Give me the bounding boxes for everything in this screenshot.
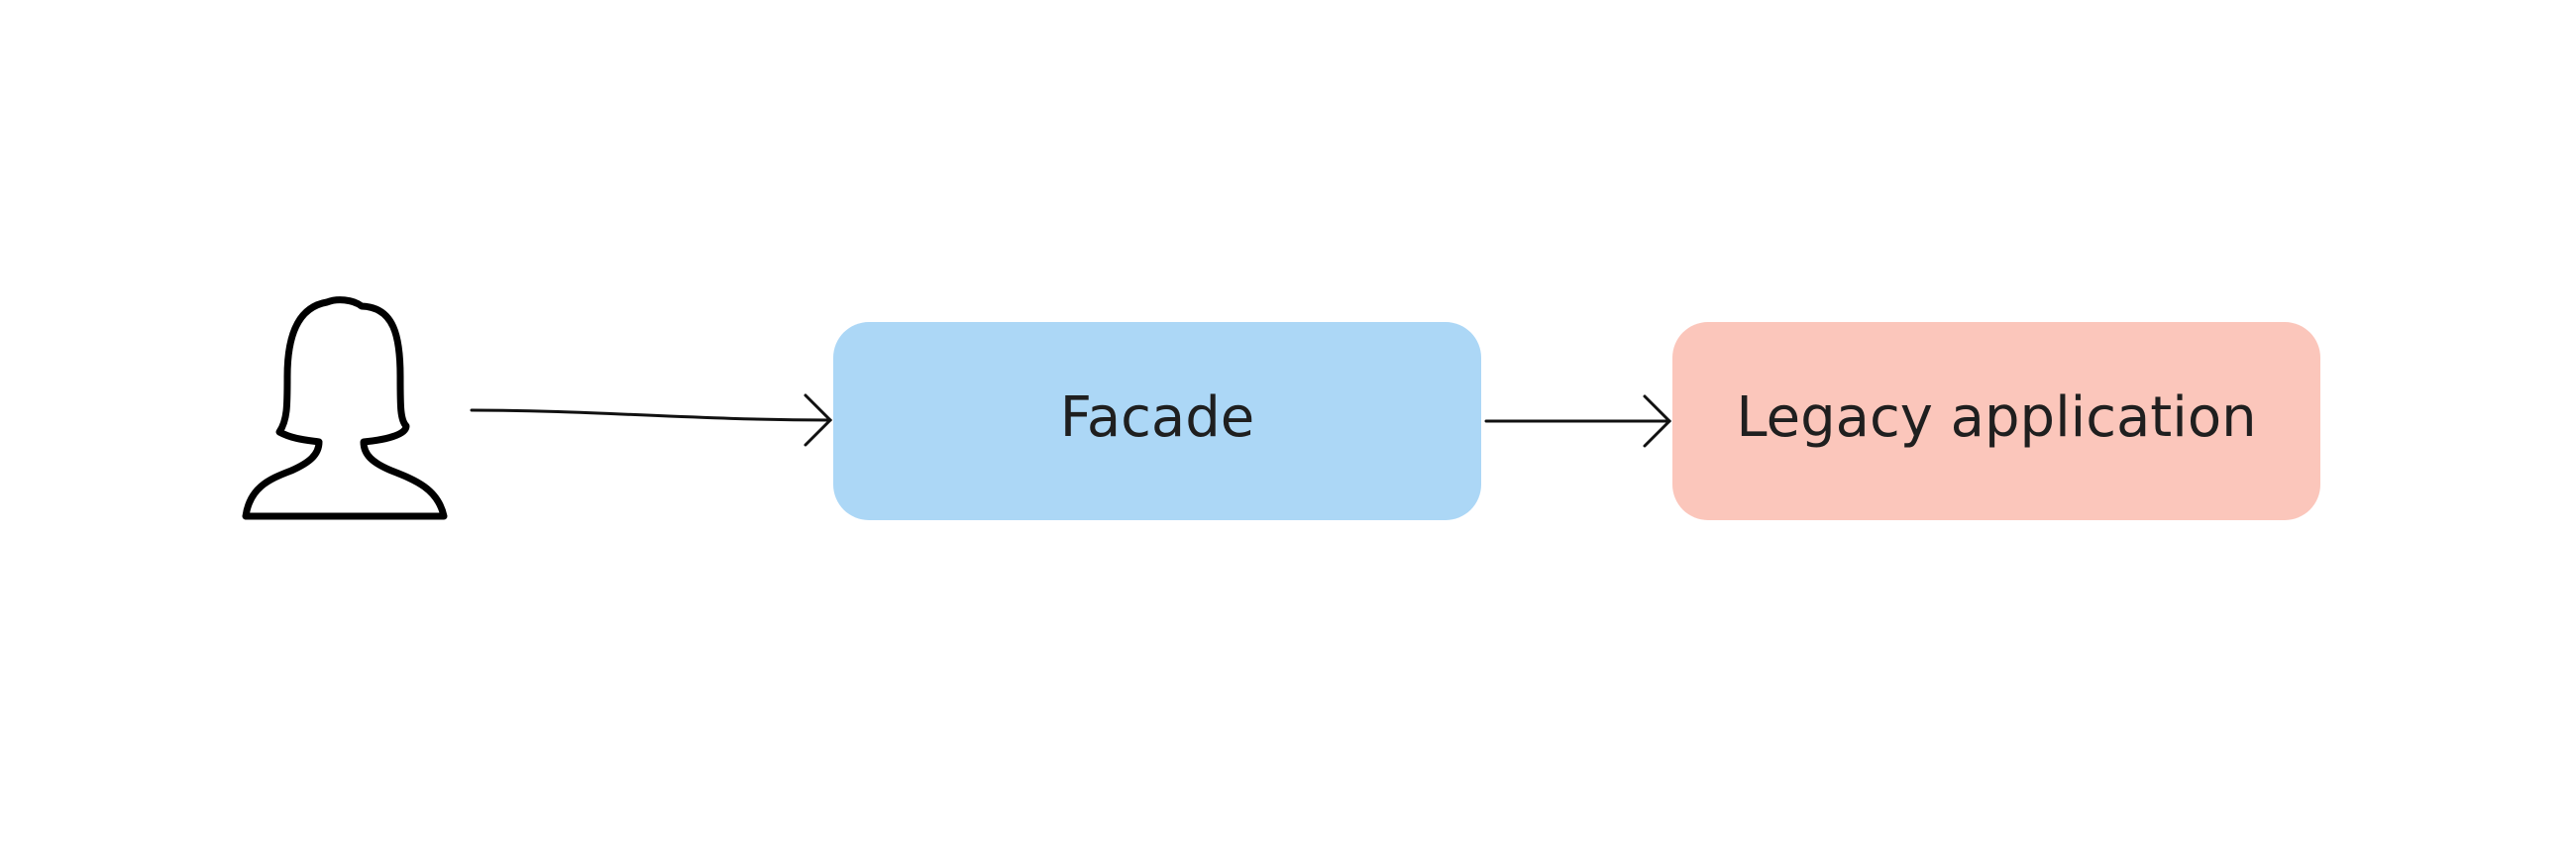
edge-facade-to-legacy <box>1484 394 1672 448</box>
arrowhead-icon <box>1643 394 1672 448</box>
arrowhead-icon <box>804 393 833 447</box>
edge-user-to-facade <box>470 393 833 447</box>
edge-line <box>470 408 832 422</box>
user-icon <box>242 296 448 520</box>
legacy-application-label: Legacy application <box>1736 385 2256 450</box>
legacy-application-node[interactable]: Legacy application <box>1672 322 2320 520</box>
facade-label: Facade <box>1060 385 1255 450</box>
facade-box <box>833 322 1481 520</box>
facade-node[interactable]: Facade <box>833 322 1481 520</box>
legacy-application-box <box>1672 322 2320 520</box>
